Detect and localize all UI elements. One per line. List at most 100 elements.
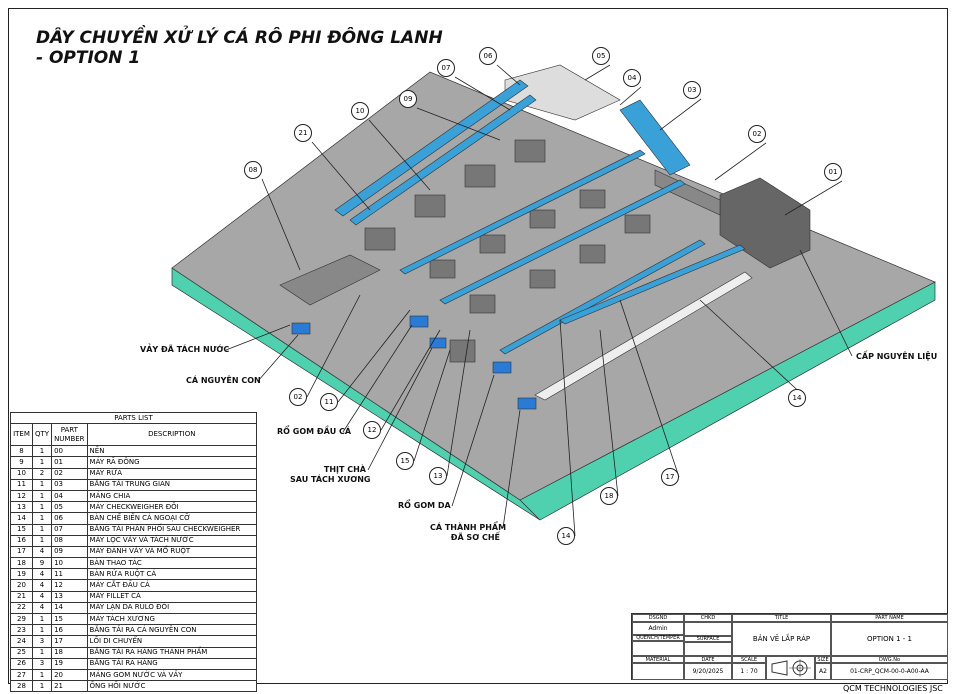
- material-value: [632, 663, 684, 680]
- equipment: [279, 64, 811, 410]
- parts-item: 23: [10, 624, 33, 637]
- parts-list-title: PARTS LIST: [10, 411, 257, 425]
- parts-qty: 1: [31, 624, 53, 637]
- dwg-label: DWG.No: [831, 656, 948, 663]
- parts-description: BÀN RỬA RUỘT CÁ: [86, 568, 258, 581]
- dsgnd-label: DSGND: [632, 614, 684, 622]
- parts-part-number: 16: [51, 624, 88, 637]
- parts-item: 12: [10, 489, 33, 503]
- scale-filter-machine: [279, 254, 381, 306]
- callout-03: 03: [683, 81, 701, 99]
- parts-description: MÁNG CHIA: [86, 489, 258, 503]
- parts-qty: 1: [31, 512, 53, 525]
- parts-item: 29: [10, 612, 33, 626]
- parts-qty: 1: [31, 523, 53, 536]
- parts-item: 8: [10, 445, 33, 458]
- surface-value: [684, 642, 732, 656]
- callout-08: 08: [244, 161, 262, 179]
- quench-label: QUENCH/TEMPER: [632, 635, 684, 641]
- parts-part-number: 13: [51, 590, 88, 603]
- parts-part-number: 14: [51, 601, 88, 615]
- parts-part-number: 02: [51, 467, 88, 480]
- floor-platform: [171, 71, 936, 521]
- collection-baskets: [291, 315, 537, 410]
- parts-part-number: 01: [51, 456, 88, 469]
- parts-part-number: 18: [51, 646, 88, 659]
- title-label: TITLE: [732, 614, 831, 622]
- parts-item: 9: [10, 456, 33, 469]
- title-line-2: - OPTION 1: [36, 48, 141, 68]
- parts-qty: 1: [31, 668, 53, 682]
- parts-qty: 9: [31, 557, 53, 570]
- drawing-frame: [8, 8, 948, 684]
- parts-part-number: 05: [51, 501, 88, 514]
- parts-part-number: 07: [51, 523, 88, 536]
- parts-item: 20: [10, 579, 33, 592]
- title-line-1: DÂY CHUYỀN XỬ LÝ CÁ RÔ PHI ĐÔNG LANH: [36, 28, 443, 48]
- parts-qty: 1: [31, 501, 53, 514]
- parts-qty: 1: [31, 646, 53, 659]
- intermediate-conveyor: [619, 99, 691, 176]
- output-conveyor: [534, 271, 753, 401]
- parts-item: 21: [10, 590, 33, 603]
- parts-description: BĂNG TẢI RA HÀNG: [86, 657, 258, 670]
- washer: [654, 169, 721, 216]
- scale-label: SCALE: [732, 656, 766, 663]
- thawing-machine: [719, 177, 811, 269]
- checker: [684, 622, 732, 636]
- parts-description: BÀN THAO TÁC: [86, 557, 258, 570]
- label-minced-meat-2: SAU TÁCH XƯƠNG: [290, 475, 371, 484]
- parts-qty: 1: [31, 680, 53, 693]
- parts-qty: 2: [31, 467, 53, 480]
- parts-part-number: 17: [51, 635, 88, 648]
- label-whole-fish: CÁ NGUYÊN CON: [186, 376, 261, 385]
- leader-lines: [225, 64, 853, 537]
- header-item: ITEM: [10, 423, 33, 447]
- parts-description: BĂNG TẢI RA HÀNG THÀNH PHẨM: [86, 646, 258, 659]
- water-return-pipe: [334, 79, 529, 217]
- date: 9/20/2025: [684, 663, 732, 680]
- callout-13: 13: [429, 467, 447, 485]
- parts-qty: 1: [31, 478, 53, 491]
- parts-description: MÁY RÃ ĐÔNG: [86, 456, 258, 469]
- parts-description: MÁY LỌC VẢY VÀ TÁCH NƯỚC: [86, 534, 258, 547]
- parts-description: BĂNG TẢI RA CÁ NGUYÊN CON: [86, 624, 258, 637]
- header-description: DESCRIPTION: [86, 423, 258, 447]
- callout-17: 17: [661, 468, 679, 486]
- parts-description: MÁY FILLET CÁ: [86, 590, 258, 603]
- company-name: QCM TECHNOLOGIES JSC: [843, 684, 943, 693]
- parts-item: 26: [10, 657, 33, 670]
- parts-description: LỐI DI CHUYỂN: [86, 635, 258, 648]
- parts-item: 16: [10, 534, 33, 547]
- parts-description: BĂNG TẢI TRUNG GIAN: [86, 478, 258, 491]
- title-block: DSGND CHKD TITLE PART NAME Admin QUENCH/…: [631, 613, 948, 680]
- callout-15: 15: [396, 452, 414, 470]
- parts-qty: 4: [31, 545, 53, 559]
- label-scales: VẢY ĐÃ TÁCH NƯỚC: [140, 345, 230, 354]
- parts-description: MÁY TÁCH XƯƠNG: [86, 612, 258, 626]
- parts-description: ỐNG HỒI NƯỚC: [86, 680, 258, 693]
- parts-qty: 4: [31, 590, 53, 603]
- parts-description: MÁY LẠN DA RULO ĐÔI: [86, 601, 258, 615]
- callout-10: 10: [351, 102, 369, 120]
- distribution-conveyors: [399, 149, 746, 355]
- header-part-number: PART NUMBER: [51, 423, 88, 447]
- part-name: OPTION 1 - 1: [831, 622, 948, 656]
- label-minced-meat-1: THỊT CHÀ: [323, 465, 366, 474]
- parts-item: 14: [10, 512, 33, 525]
- callout-21: 21: [294, 124, 312, 142]
- parts-item: 25: [10, 646, 33, 659]
